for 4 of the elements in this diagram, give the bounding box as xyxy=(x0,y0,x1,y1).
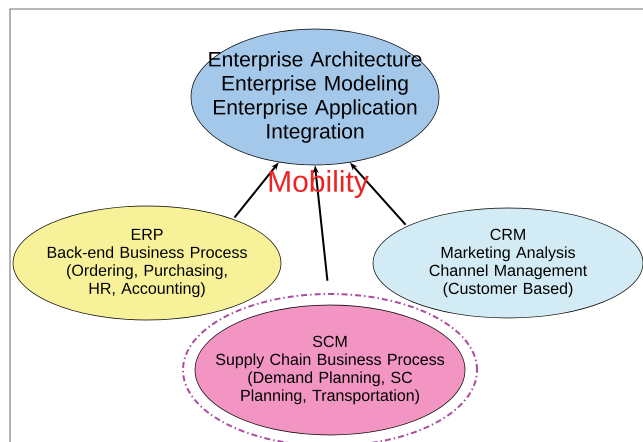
ellipse-node: ERP Back-end Business Process (Ordering, Purchasing, HR, Accounting) xyxy=(12,206,282,320)
ellipse-node: Enterprise Architecture Enterprise Modeling Enterprise Application Integration xyxy=(190,28,440,166)
ellipse-node: CRM Marketing Analysis Channel Management (Customer Based) xyxy=(372,208,643,318)
ellipse-node: SCM Supply Chain Business Process (Demand Planning, SC Planning, Transportation) xyxy=(194,304,466,436)
